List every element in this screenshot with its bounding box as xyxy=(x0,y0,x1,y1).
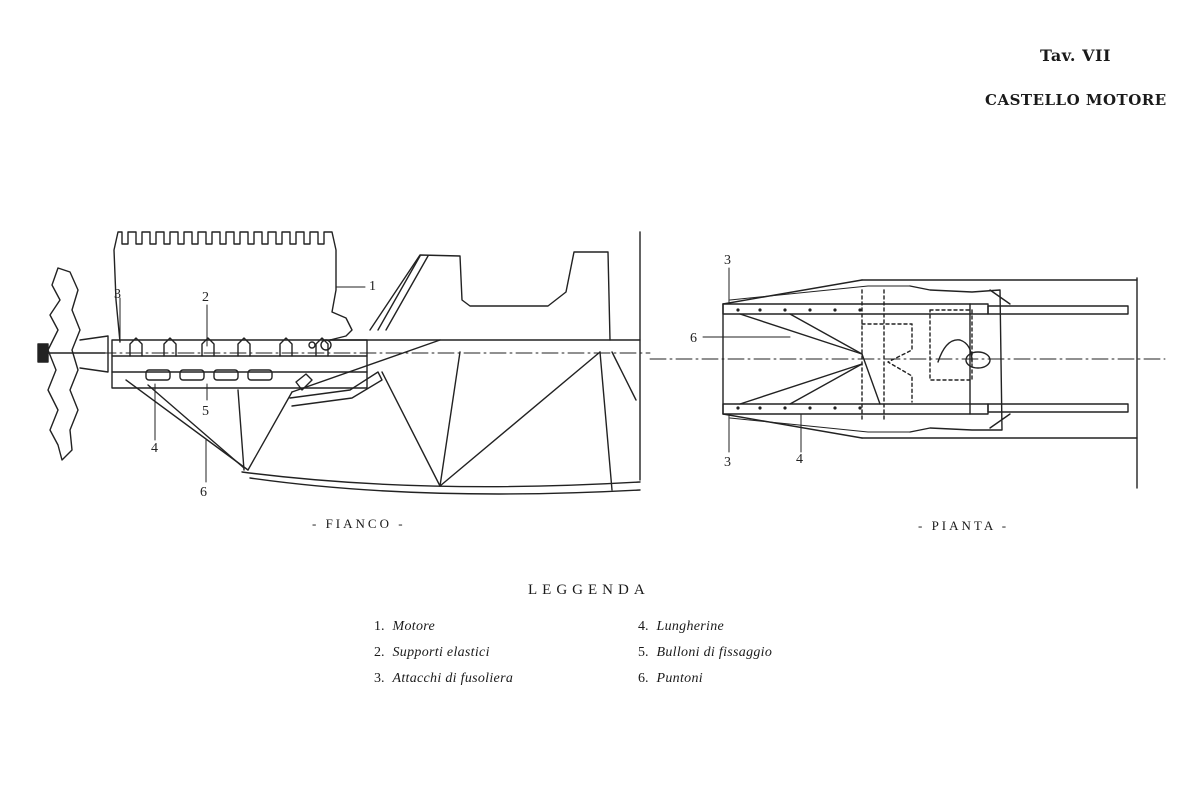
legend-item: 3.Attacchi di fusoliera xyxy=(374,671,514,686)
plan-longeron-bottom xyxy=(722,403,989,415)
callout-side-6: 6 xyxy=(200,485,207,500)
plate-number: Tav. VII xyxy=(1040,46,1111,65)
legend-column-left: 1.Motore 2.Supporti elastici 3.Attacchi … xyxy=(374,619,513,697)
side-callouts: 1 2 3 4 5 6 xyxy=(114,279,376,500)
engine-outline xyxy=(113,231,353,343)
elastic-supports xyxy=(129,337,329,357)
plate-title: CASTELLO MOTORE xyxy=(985,91,1167,109)
callout-side-3: 3 xyxy=(114,287,121,302)
plan-view-label: - PIANTA - xyxy=(918,518,1010,533)
legend-item: 2.Supporti elastici xyxy=(374,645,490,660)
plan-longeron-top xyxy=(722,303,989,315)
legend-title: LEGGENDA xyxy=(528,582,650,598)
legend-item: 4.Lungherine xyxy=(638,619,725,634)
cockpit-outline xyxy=(369,251,611,341)
side-view-label: - FIANCO - xyxy=(312,516,406,531)
legend-item: 6.Puntoni xyxy=(638,671,703,686)
callout-side-5: 5 xyxy=(202,404,209,419)
lower-longeron xyxy=(241,471,641,488)
propeller-shape xyxy=(47,267,81,461)
legend-column-right: 4.Lungherine 5.Bulloni di fissaggio 6.Pu… xyxy=(638,619,772,697)
struts xyxy=(125,255,637,491)
callout-plan-3-top: 3 xyxy=(724,253,731,268)
side-view-drawing xyxy=(37,231,651,495)
callout-side-2: 2 xyxy=(202,290,209,305)
propeller-hub xyxy=(37,343,49,363)
callout-plan-4: 4 xyxy=(796,452,803,467)
plan-callouts: 3 6 3 4 xyxy=(690,253,803,470)
callout-plan-6: 6 xyxy=(690,331,697,346)
callout-plan-3-bottom: 3 xyxy=(724,455,731,470)
longeron-beam xyxy=(111,339,368,389)
legend-item: 5.Bulloni di fissaggio xyxy=(638,645,773,660)
callout-side-1: 1 xyxy=(369,279,376,294)
legend-item: 1.Motore xyxy=(374,619,435,634)
callout-side-4: 4 xyxy=(151,441,158,456)
plan-view-drawing xyxy=(649,267,1166,489)
